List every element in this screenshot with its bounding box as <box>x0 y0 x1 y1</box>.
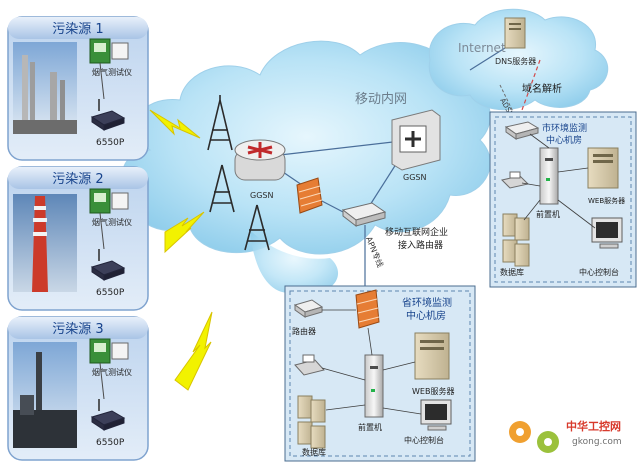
source-device-group: 烟气测试仪 6550P <box>89 38 132 148</box>
tower-icon <box>209 164 235 213</box>
modem-6550p-icon <box>90 249 126 281</box>
source-title: 污染源 2 <box>52 172 103 187</box>
source-panel-3: 污染源 3 <box>7 316 149 461</box>
internet-label: Internet <box>458 41 506 55</box>
source-device-group: 烟气测试仪 6550P <box>89 338 132 448</box>
source-devices: 烟气测试仪 6550P 烟气测试仪 6550P 烟气测试仪 6550P <box>89 38 132 448</box>
watermark-brand: 中华工控网 <box>566 419 621 433</box>
source-title: 污染源 1 <box>52 22 103 37</box>
province-printer-icon <box>294 354 325 376</box>
tower-icon <box>244 204 270 251</box>
modem-label: 6550P <box>96 138 125 148</box>
province-front-server-icon <box>364 354 384 418</box>
province-router-icon <box>293 299 324 318</box>
gas-analyzer-icon <box>89 188 129 214</box>
province-lines <box>321 309 422 415</box>
mobile-intranet-label: 移动内网 <box>355 91 407 107</box>
city-console-icon <box>591 217 623 249</box>
city-web-server-icon <box>587 147 619 189</box>
province-router-label: 路由器 <box>292 326 316 336</box>
dns-server-icon <box>504 17 526 49</box>
city-db-icon <box>502 213 530 267</box>
province-web-server-icon <box>414 332 450 380</box>
access-router-label-1: 移动互联网企业 <box>385 226 448 238</box>
ggsn-left-label: GGSN <box>250 191 273 200</box>
device-cable <box>99 62 105 100</box>
province-console-label: 中心控制台 <box>404 435 444 445</box>
source-panel-2: 污染源 2 <box>7 166 149 311</box>
gas-analyzer-label: 烟气测试仪 <box>92 67 132 77</box>
ggsn-router-icon <box>234 139 286 181</box>
watermark: 中华工控网 gkong.com <box>509 419 622 453</box>
province-title-2: 中心机房 <box>406 309 446 322</box>
city-title-1: 市环境监测 <box>542 122 587 134</box>
apn-label: APN专线 <box>364 235 385 269</box>
dns-resolve-link <box>521 59 541 111</box>
modem-label: 6550P <box>96 438 125 448</box>
province-db-icon <box>297 395 326 449</box>
source-device-group: 烟气测试仪 6550P <box>89 188 132 298</box>
firewall-icon <box>296 177 323 214</box>
access-router-label-2: 接入路由器 <box>398 239 443 251</box>
gas-analyzer-label: 烟气测试仪 <box>92 367 132 377</box>
access-router-icon <box>341 202 387 228</box>
gas-analyzer-icon <box>89 338 129 364</box>
lightning-bolts <box>149 109 213 391</box>
domain-resolve-label: 域名解析 <box>522 82 562 95</box>
city-title-2: 中心机房 <box>546 134 582 146</box>
modem-6550p-icon <box>90 399 126 431</box>
city-lines <box>521 133 596 229</box>
province-web-label: WEB服务器 <box>412 386 454 396</box>
modem-6550p-icon <box>90 99 126 131</box>
adsl-link <box>499 84 519 123</box>
cell-towers <box>207 95 270 251</box>
watermark-url: gkong.com <box>572 437 622 447</box>
device-cable <box>99 212 105 250</box>
tower-icon <box>207 95 233 151</box>
dns-server-label: DNS服务器 <box>495 56 536 66</box>
ggsn-right-label: GGSN <box>403 173 426 182</box>
lightning-1 <box>149 109 201 139</box>
city-front-server-icon <box>539 147 559 205</box>
city-modem-icon <box>504 121 540 140</box>
lightning-3 <box>174 311 213 391</box>
ggsn-switch-icon <box>391 109 441 171</box>
source-panel-1: 污染源 1 <box>7 16 149 161</box>
gas-analyzer-label: 烟气测试仪 <box>92 217 132 227</box>
connection-lines <box>279 47 506 330</box>
lightning-2 <box>164 211 205 254</box>
city-db-label: 数据库 <box>500 267 524 277</box>
province-front-label: 前置机 <box>358 422 382 432</box>
internet-cloud <box>428 8 609 111</box>
source-title: 污染源 3 <box>52 322 103 337</box>
device-cable <box>99 362 105 400</box>
modem-label: 6550P <box>96 288 125 298</box>
province-title-1: 省环境监测 <box>402 296 452 309</box>
gas-analyzer-icon <box>89 38 129 64</box>
city-front-label: 前置机 <box>536 209 560 219</box>
city-console-label: 中心控制台 <box>579 267 619 277</box>
province-db-label: 数据库 <box>302 447 326 457</box>
province-console-icon <box>420 399 452 431</box>
city-web-label: WEB服务器 <box>588 196 625 205</box>
province-firewall-icon <box>355 289 380 329</box>
